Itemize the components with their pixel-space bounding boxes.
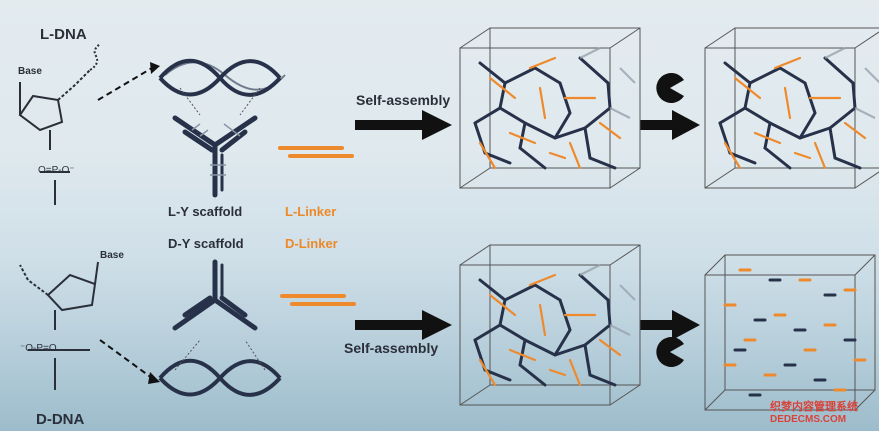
l-linker-label: L-Linker <box>285 204 337 219</box>
l-y-scaffold-label: L-Y scaffold <box>168 204 243 219</box>
self-assembly-label-top: Self-assembly <box>356 92 451 108</box>
self-assembly-label-bottom: Self-assembly <box>344 340 439 356</box>
right-arrow-icon <box>355 110 452 140</box>
right-arrow-icon <box>640 110 700 140</box>
d-y-scaffold-label: D-Y scaffold <box>168 236 244 251</box>
right-arrow-icon <box>640 310 700 340</box>
d-dna-sugar-structure <box>19 261 99 390</box>
right-arrow-icon <box>355 310 452 340</box>
watermark-text-en: DEDECMS.COM <box>770 414 847 425</box>
d-y-scaffold-shape <box>172 259 258 331</box>
d-linker-shape <box>280 294 356 306</box>
l-linker-shape <box>278 146 354 158</box>
dashed-pointer-bottom <box>99 339 153 379</box>
pacman-enzyme-icon <box>656 73 684 103</box>
hydrogel-cube-top-left <box>459 27 641 189</box>
phosphate-group-top: O=P-O⁻ <box>38 165 75 176</box>
base-label-top: Base <box>18 66 42 77</box>
pacman-enzyme-icon <box>656 337 684 367</box>
d-linker-label: D-Linker <box>285 236 338 251</box>
d-dna-double-helix <box>158 358 282 397</box>
watermark-text-cn: 织梦内容管理系统 <box>770 401 858 413</box>
l-dna-sugar-structure <box>18 43 101 205</box>
l-y-scaffold-shape <box>172 115 258 198</box>
l-dna-label: L-DNA <box>40 26 87 43</box>
d-dna-label: D-DNA <box>36 411 85 428</box>
l-dna-double-helix <box>158 58 286 97</box>
hydrogel-cube-bottom-left <box>459 244 641 406</box>
phosphate-group-bottom: ⁻O-P=O <box>20 343 57 354</box>
dashed-pointer-top <box>97 67 153 101</box>
base-label-bottom: Base <box>100 250 124 261</box>
degraded-cube-bottom-right <box>704 254 876 411</box>
hydrogel-cube-top-right <box>704 27 879 189</box>
